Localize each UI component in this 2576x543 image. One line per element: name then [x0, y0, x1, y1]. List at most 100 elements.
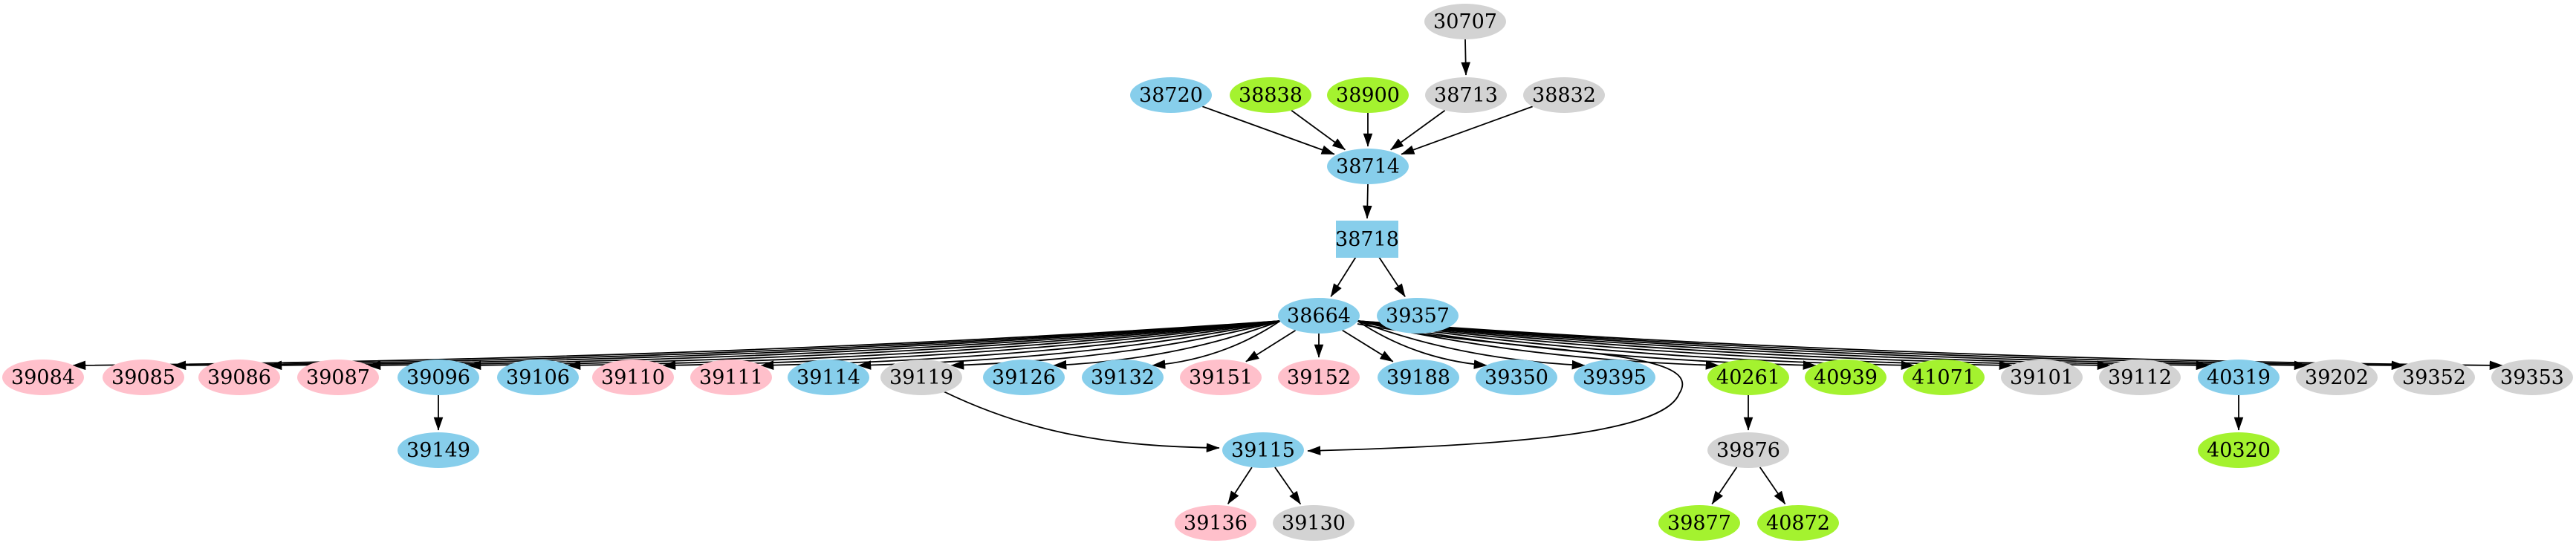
node-38664: 38664 [1278, 298, 1360, 334]
node-39352: 39352 [2393, 360, 2475, 395]
node-label: 39111 [699, 366, 763, 389]
node-label: 39115 [1231, 439, 1295, 462]
node-30707: 30707 [1424, 4, 1506, 39]
node-label: 38832 [1532, 84, 1596, 107]
node-ellipse-shape [2099, 360, 2181, 395]
node-label: 30707 [1433, 10, 1497, 33]
edge-38838-38714 [1291, 109, 1346, 151]
node-ellipse-shape [2001, 360, 2083, 395]
node-39350: 39350 [1476, 360, 1557, 395]
node-label: 39876 [1716, 439, 1780, 462]
node-label: 40320 [2207, 439, 2271, 462]
node-ellipse-shape [2491, 360, 2573, 395]
node-39136: 39136 [1175, 505, 1256, 541]
node-label: 39119 [889, 366, 953, 389]
node-ellipse-shape [1707, 432, 1789, 468]
node-39149: 39149 [398, 432, 479, 468]
node-ellipse-shape [398, 360, 479, 395]
node-ellipse-shape [1378, 360, 1459, 395]
node-39151: 39151 [1180, 360, 1262, 395]
node-39152: 39152 [1278, 360, 1360, 395]
node-ellipse-shape [2, 360, 84, 395]
node-label: 39084 [11, 366, 75, 389]
node-39106: 39106 [497, 360, 579, 395]
node-39202: 39202 [2296, 360, 2378, 395]
edge-38664-39110 [662, 320, 1281, 370]
node-39876: 39876 [1707, 432, 1789, 468]
node-39395: 39395 [1574, 360, 1655, 395]
node-ellipse-shape [1707, 360, 1789, 395]
edge-38718-39357 [1378, 256, 1406, 298]
node-label: 39101 [2010, 366, 2074, 389]
node-label: 39152 [1287, 366, 1351, 389]
node-39101: 39101 [2001, 360, 2083, 395]
node-ellipse-shape [1175, 505, 1256, 541]
node-label: 40261 [1716, 366, 1780, 389]
edge-38664-39096 [467, 320, 1281, 371]
node-ellipse-shape [1377, 298, 1459, 334]
node-38720: 38720 [1130, 77, 1212, 113]
node-label: 38838 [1239, 84, 1302, 107]
node-ellipse-shape [2393, 360, 2475, 395]
edge-38713-38714 [1390, 109, 1446, 151]
node-label: 39350 [1485, 366, 1548, 389]
node-label: 38718 [1335, 228, 1399, 251]
node-ellipse-shape [983, 360, 1065, 395]
node-ellipse-shape [2198, 432, 2280, 468]
node-40261: 40261 [1707, 360, 1789, 395]
node-label: 39085 [111, 366, 175, 389]
nodes-layer: 30707 38720 38838 38900 38713 38832 38714 38718… [2, 4, 2573, 541]
node-ellipse-shape [297, 360, 379, 395]
edge-38664-39151 [1245, 329, 1297, 362]
edge-38664-39126 [1053, 320, 1281, 370]
node-ellipse-shape [1278, 360, 1360, 395]
edge-38664-39112 [1357, 320, 2111, 371]
node-ellipse-shape [1230, 77, 1311, 113]
node-39130: 39130 [1273, 505, 1354, 541]
node-label: 39114 [797, 366, 860, 389]
edge-38664-39101 [1357, 320, 2013, 371]
node-label: 38713 [1434, 84, 1498, 107]
node-38900: 38900 [1327, 77, 1409, 113]
node-ellipse-shape [1222, 432, 1304, 468]
node-ellipse-shape [1273, 505, 1354, 541]
node-label: 38714 [1336, 155, 1400, 178]
node-39087: 39087 [297, 360, 379, 395]
node-39126: 39126 [983, 360, 1065, 395]
node-40320: 40320 [2198, 432, 2280, 468]
node-ellipse-shape [1757, 505, 1839, 541]
edge-38664-40319 [1357, 320, 2210, 371]
edge-38664-39395 [1357, 320, 1586, 370]
node-label: 39106 [506, 366, 570, 389]
edge-38664-39106 [567, 320, 1281, 371]
node-ellipse-shape [1523, 77, 1605, 113]
node-ellipse-shape [788, 360, 869, 395]
node-38838: 38838 [1230, 77, 1311, 113]
node-label: 39352 [2402, 366, 2466, 389]
node-ellipse-shape [1130, 77, 1212, 113]
node-label: 39087 [306, 366, 370, 389]
node-label: 39877 [1667, 512, 1731, 535]
node-label: 41071 [1912, 366, 1976, 389]
node-39110: 39110 [592, 360, 674, 395]
node-ellipse-shape [1425, 77, 1507, 113]
node-ellipse-shape [1476, 360, 1557, 395]
node-ellipse-shape [1424, 4, 1506, 39]
edge-30707-38713 [1461, 39, 1470, 76]
edge-38664-39350 [1357, 320, 1487, 369]
node-39084: 39084 [2, 360, 84, 395]
edge-39115-39136 [1227, 466, 1253, 505]
node-39119: 39119 [880, 360, 962, 395]
node-40939: 40939 [1805, 360, 1886, 395]
node-label: 39202 [2305, 366, 2369, 389]
node-39115: 39115 [1222, 432, 1304, 468]
edge-39876-40872 [1759, 466, 1786, 505]
node-39357: 39357 [1377, 298, 1459, 334]
node-40319: 40319 [2198, 360, 2280, 395]
node-ellipse-shape [103, 360, 184, 395]
node-38832: 38832 [1523, 77, 1605, 113]
node-ellipse-shape [1327, 149, 1409, 184]
edge-38718-38664 [1330, 256, 1357, 297]
